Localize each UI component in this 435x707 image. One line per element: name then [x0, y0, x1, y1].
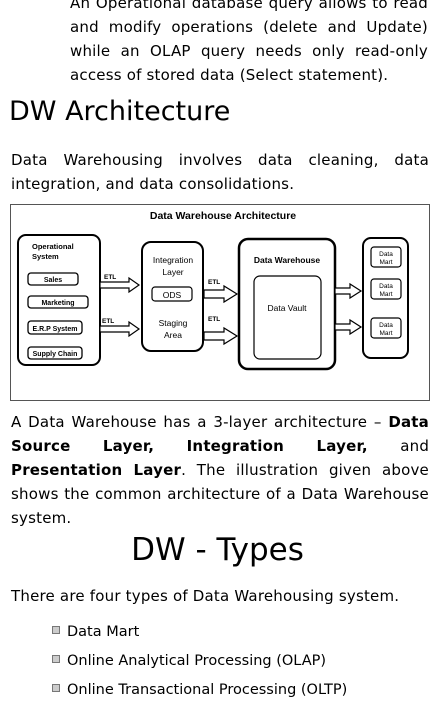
list-item-text: Data Mart [67, 624, 140, 640]
architecture-diagram: Data Warehouse Architecture Operational … [10, 204, 430, 401]
data-vault-label: Data Vault [267, 303, 307, 313]
data-mart-1-label-1: Data [379, 251, 393, 258]
desc-line-3: Presentation Layer. The illustration giv… [11, 458, 429, 482]
list-item-text: Online Analytical Processing (OLAP) [67, 653, 327, 669]
mart-arrow-2 [334, 318, 363, 336]
data-mart-3-label-2: Mart [380, 330, 393, 337]
desc-line-1: A Data Warehouse has a 3-layer architect… [11, 410, 429, 434]
intro-line-1: Data Warehousing involves data cleaning,… [11, 151, 429, 169]
dw-types-heading: DW - Types [131, 532, 304, 568]
top-paragraph: An Operational database query allows to … [70, 0, 428, 87]
etl-label-3: ETL [208, 279, 220, 286]
list-item-text: Online Transactional Processing (OLTP) [67, 682, 348, 698]
intro-line-2: integration, and data consolidations. [11, 175, 295, 193]
source-supply-chain-box [27, 346, 83, 360]
source-erp: E.R.P System [32, 326, 77, 333]
desc-and: and [400, 437, 430, 455]
desc-bold-presentation: Presentation Layer [11, 461, 182, 479]
list-item: Online Analytical Processing (OLAP) [52, 651, 326, 671]
desc-bold-layer-2: Layer, [316, 437, 368, 455]
operational-system-label-1: Operational [32, 242, 74, 251]
etl-arrow-1 [99, 276, 141, 294]
desc-bold-source: Source [11, 437, 71, 455]
etl-label-1: ETL [104, 274, 116, 281]
desc-text-1: A Data Warehouse has a 3-layer architect… [11, 413, 389, 431]
etl-label-2: ETL [102, 318, 114, 325]
ods-box [151, 286, 193, 302]
source-marketing-box [27, 295, 89, 309]
staging-label-1: Staging [159, 318, 188, 328]
top-line-2: and modify operations (delete and Update… [70, 18, 428, 36]
list-item: Online Transactional Processing (OLTP) [52, 680, 347, 700]
data-mart-1-label-2: Mart [380, 259, 393, 266]
etl-arrow-4 [203, 326, 239, 346]
mart-arrow-1 [334, 282, 363, 300]
source-sales-box [27, 272, 79, 286]
etl-label-4: ETL [208, 316, 220, 323]
etl-arrow-3 [203, 284, 239, 304]
desc-line-5: system. [11, 509, 72, 527]
bullet-icon [52, 626, 60, 634]
list-item: Data Mart [52, 622, 139, 642]
staging-label-2: Area [164, 330, 182, 340]
data-mart-2-box [370, 278, 402, 300]
operational-system-label-2: System [32, 252, 59, 261]
data-warehouse-label: Data Warehouse [254, 255, 321, 265]
data-mart-1-box [370, 246, 402, 268]
dw-architecture-heading: DW Architecture [9, 96, 231, 127]
desc-bold-layer-1: Layer, [102, 437, 155, 455]
bullet-icon [52, 684, 60, 692]
integration-layer-label-2: Layer [162, 267, 183, 277]
bullet-icon [52, 655, 60, 663]
data-mart-3-box [370, 317, 402, 339]
etl-arrow-2 [99, 320, 141, 338]
top-line-1: An Operational database query allows to … [70, 0, 428, 12]
dw-architecture-intro: Data Warehousing involves data cleaning,… [11, 148, 429, 196]
data-mart-3-label-1: Data [379, 322, 393, 329]
dw-types-intro-text: There are four types of Data Warehousing… [11, 587, 400, 605]
data-vault-box [253, 275, 322, 360]
desc-bold-integration: Integration [186, 437, 285, 455]
source-erp-box [27, 320, 83, 335]
desc-line-2: Source Layer, Integration Layer, and [11, 434, 429, 458]
source-supply-chain: Supply Chain [33, 351, 78, 358]
source-sales: Sales [44, 277, 62, 284]
integration-layer-label-1: Integration [153, 255, 193, 265]
source-marketing: Marketing [41, 300, 74, 307]
architecture-description: A Data Warehouse has a 3-layer architect… [11, 410, 429, 530]
top-line-3: while an OLAP query needs only read-only [70, 42, 428, 60]
dw-types-intro: There are four types of Data Warehousing… [11, 584, 429, 608]
diagram-title: Data Warehouse Architecture [150, 210, 296, 222]
ods-label: ODS [163, 290, 182, 300]
data-mart-2-label-1: Data [379, 283, 393, 290]
desc-line-4: shows the common architecture of a Data … [11, 485, 429, 503]
data-mart-2-label-2: Mart [380, 291, 393, 298]
top-line-4: access of stored data (Select statement)… [70, 66, 389, 84]
desc-text-2: . The illustration given above [181, 461, 429, 479]
desc-bold-data: Data [388, 413, 429, 431]
